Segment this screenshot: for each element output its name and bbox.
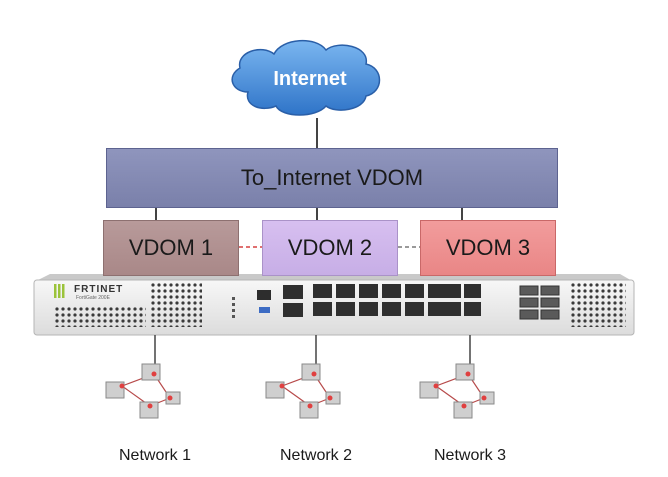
cloud-to-vdom-line [316, 118, 318, 148]
vdom-3-box: VDOM 3 [420, 220, 556, 276]
vdom-2-box: VDOM 2 [262, 220, 398, 276]
console-port [257, 290, 271, 300]
network-1-computers-icon [105, 363, 181, 419]
internet-label: Internet [273, 68, 347, 90]
network-2-label: Network 2 [279, 447, 353, 464]
to-internet-vdom: To_Internet VDOM [106, 148, 558, 208]
to-internet-vdom-label: To_Internet VDOM [240, 165, 424, 190]
network-3-computers-icon [419, 363, 495, 419]
vdom-1-label: VDOM 1 [128, 235, 214, 260]
network-3-label: Network 3 [433, 447, 507, 464]
vdom-3-label: VDOM 3 [445, 235, 531, 260]
vdom-2-label: VDOM 2 [287, 235, 373, 260]
vent-right [570, 283, 626, 327]
usb-port [259, 307, 270, 313]
port-bank [313, 284, 447, 316]
device-brand: F⁠RTINET [74, 284, 124, 295]
vent-left [54, 305, 146, 327]
top-to-vdom3-line [461, 208, 463, 220]
vent-center-left [150, 283, 202, 327]
firewall-device [33, 274, 635, 336]
network-1-label: Network 1 [118, 447, 192, 464]
sfp-ports [519, 285, 560, 320]
device-model: FortiGate 200E [76, 295, 110, 301]
network-2-computers-icon [265, 363, 341, 419]
vdom-1-box: VDOM 1 [103, 220, 239, 276]
internet-cloud-icon [231, 39, 381, 116]
top-to-vdom1-line [155, 208, 157, 220]
top-to-vdom2-line [316, 208, 318, 220]
